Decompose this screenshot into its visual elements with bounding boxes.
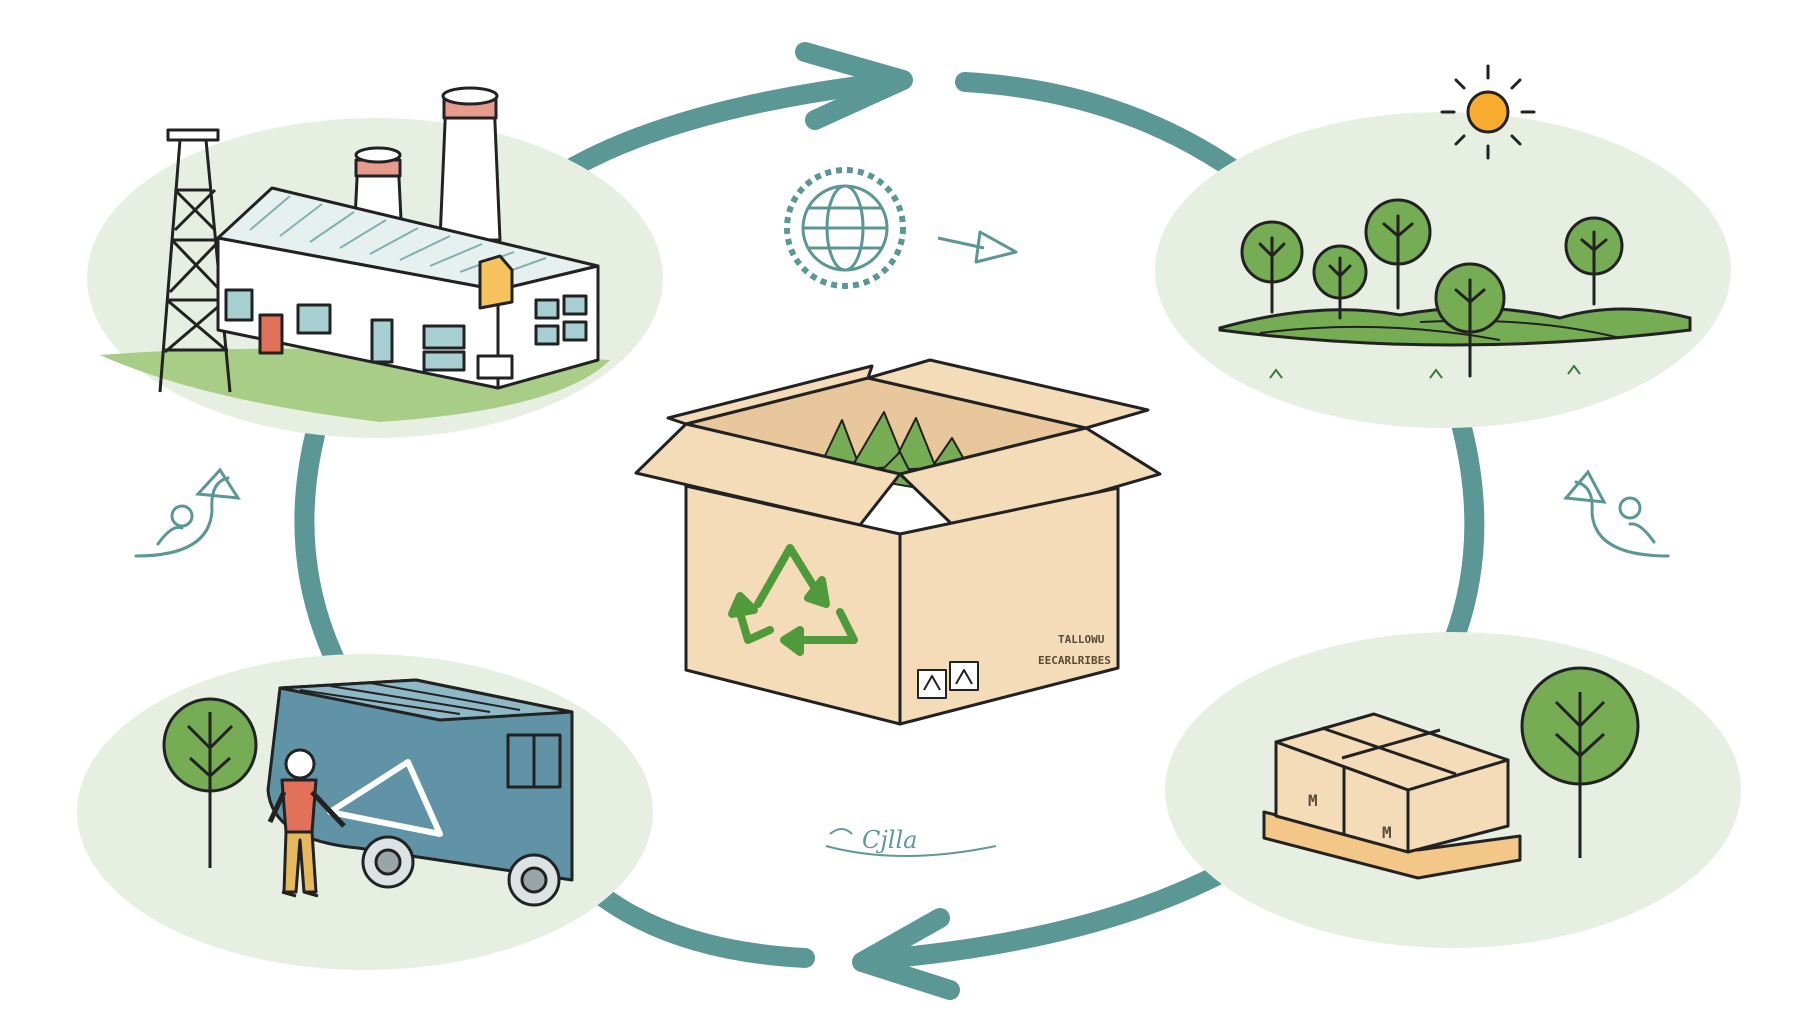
tree-icon [1240, 220, 1304, 314]
forest-scene [1218, 64, 1692, 379]
pallet-mark-right: M [1382, 823, 1392, 842]
tree-icon [1564, 216, 1624, 306]
factory-scene [100, 86, 610, 422]
small-arrow-icon [937, 230, 1018, 264]
person-icon [267, 748, 346, 898]
box-flap-back-right [866, 358, 1150, 430]
van-scene [162, 678, 574, 907]
tree-icon [1520, 666, 1640, 858]
sun-icon [1440, 64, 1536, 160]
grass-tufts [1269, 364, 1581, 379]
recycling-box: TALLOWU EECARLRIBES [634, 358, 1162, 726]
pallet-mark-left: M [1308, 791, 1318, 810]
tree-icon [1312, 244, 1368, 320]
pallet-box-side [1406, 758, 1510, 854]
scribble-mark: Cjlla [825, 826, 997, 857]
van-wheel-icon [507, 853, 561, 907]
box-label-line1: TALLOWU [1058, 633, 1105, 646]
scribble-text: Cjlla [862, 826, 917, 854]
handling-icons [917, 661, 979, 699]
van-roof-stripes [299, 682, 521, 715]
box-label-line2: EECARLRIBES [1038, 654, 1111, 667]
factory-emblem-icon [478, 254, 514, 310]
forest-ellipse [1155, 112, 1731, 428]
forest-trees [1240, 198, 1624, 378]
pallet-box-seams [1321, 726, 1457, 834]
tree-icon [1434, 262, 1506, 378]
factory-door [258, 313, 284, 355]
factory-windows [224, 288, 588, 372]
box-flap-right [898, 426, 1162, 534]
arrow-van-to-factory [294, 425, 350, 680]
van-triangle-icon [327, 759, 443, 837]
box-front-face [684, 484, 902, 726]
pallet-scene: M M [1262, 666, 1640, 880]
globe-icon [784, 167, 906, 289]
arrow-head-top [795, 42, 913, 130]
arrow-head-bottom [852, 908, 960, 1000]
box-flap-back-left [666, 364, 874, 426]
swirl-arrow-left-icon [134, 467, 241, 558]
chimney-large-icon [438, 86, 502, 242]
tree-icon [1364, 198, 1432, 310]
factory-side-door [370, 318, 394, 364]
factory-sign [476, 354, 514, 380]
swirl-arrow-right-icon [1563, 469, 1670, 558]
van-wheel-icon [361, 835, 415, 889]
recycle-icon [728, 544, 858, 656]
tree-icon [162, 697, 258, 868]
